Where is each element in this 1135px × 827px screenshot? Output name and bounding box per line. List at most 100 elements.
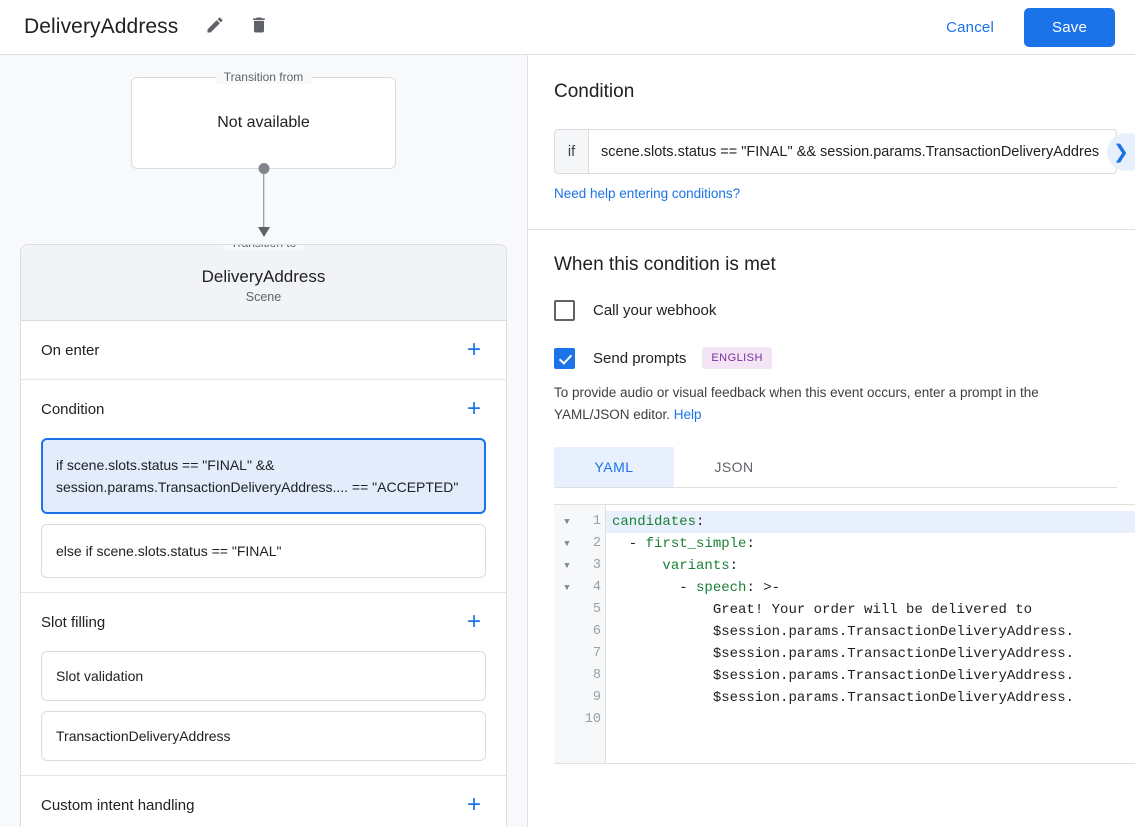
transition-to-panel: Transition to DeliveryAddress Scene On e… <box>20 244 507 827</box>
edit-name-button[interactable] <box>198 10 232 44</box>
when-met-heading: When this condition is met <box>554 254 776 275</box>
send-prompts-label: Send prompts <box>593 349 687 367</box>
transition-to-legend: Transition to <box>222 245 305 250</box>
code-line: $session.params.TransactionDeliveryAddre… <box>712 690 1075 707</box>
pencil-icon <box>205 15 225 40</box>
section-condition: Condition + if scene.slots.status == "FI… <box>21 380 506 594</box>
scene-header: Transition to DeliveryAddress Scene <box>21 245 506 321</box>
section-slot-filling: Slot filling + Slot validation Transacti… <box>21 593 506 777</box>
connector-arrow-icon <box>257 227 270 237</box>
fold-toggle-icon[interactable]: ▼ <box>564 583 570 594</box>
code-line: $session.params.TransactionDeliveryAddre… <box>712 646 1075 663</box>
fold-gutter: ▼ ▼ ▼ ▼ <box>554 505 580 764</box>
fold-toggle-icon[interactable]: ▼ <box>564 539 570 550</box>
plus-icon: + <box>466 395 481 422</box>
fold-gutter-spacer <box>554 665 580 687</box>
scene-type: Scene <box>245 290 282 304</box>
collapse-panel-button[interactable]: ❯ <box>1107 133 1135 171</box>
transition-connector <box>131 163 396 244</box>
condition-input-row: if <box>554 129 1117 174</box>
editor-format-tabs: YAML JSON <box>554 447 1117 489</box>
code-line: Great! Your order will be delivered to <box>712 602 1033 619</box>
condition-list: if scene.slots.status == "FINAL" && sess… <box>21 438 506 592</box>
call-webhook-label: Call your webhook <box>593 302 717 319</box>
section-on-enter: On enter + <box>21 321 506 380</box>
fold-gutter-spacer <box>554 687 580 709</box>
tab-yaml[interactable]: YAML <box>554 447 674 488</box>
section-header-condition[interactable]: Condition + <box>21 380 506 438</box>
line-number: 10 <box>584 712 601 728</box>
line-number: 7 <box>592 646 601 662</box>
call-webhook-checkbox[interactable] <box>554 300 575 321</box>
slot-item[interactable]: TransactionDeliveryAddress <box>41 711 486 762</box>
condition-item[interactable]: else if scene.slots.status == "FINAL" <box>41 524 486 579</box>
connector-dot <box>258 163 269 174</box>
add-slot-filling-button[interactable]: + <box>462 610 486 634</box>
section-title-on-enter: On enter <box>41 341 100 359</box>
section-header-slot-filling[interactable]: Slot filling + <box>21 593 506 651</box>
section-title-custom-intent-handling: Custom intent handling <box>41 796 195 814</box>
add-on-enter-button[interactable]: + <box>462 338 486 362</box>
delete-button[interactable] <box>242 10 276 44</box>
section-header-on-enter[interactable]: On enter + <box>21 321 506 379</box>
condition-item-selected[interactable]: if scene.slots.status == "FINAL" && sess… <box>41 438 486 515</box>
line-number: 9 <box>592 690 601 706</box>
code-area[interactable]: candidates: - first_simple: variants: - … <box>606 505 1135 763</box>
plus-icon: + <box>466 791 481 819</box>
fold-toggle-icon[interactable]: ▼ <box>564 561 570 572</box>
connector-line <box>262 169 265 230</box>
section-custom-intent-handling: Custom intent handling + <box>21 776 506 827</box>
transition-from-legend: Transition from <box>215 70 312 84</box>
transition-from-value: Not available <box>217 114 310 131</box>
plus-icon: + <box>466 608 481 636</box>
condition-help-link[interactable]: Need help entering conditions? <box>554 186 741 201</box>
line-number: 2 <box>592 536 601 552</box>
top-app-bar: DeliveryAddress Cancel Save <box>0 0 1135 55</box>
webhook-checkbox-row[interactable]: Call your webhook <box>554 300 1117 321</box>
left-panel: Transition from Not available Transition… <box>0 55 528 827</box>
send-prompts-description-text: To provide audio or visual feedback when… <box>554 385 1039 422</box>
code-line: candidates: <box>606 511 1135 534</box>
plus-icon: + <box>466 336 481 363</box>
language-badge: ENGLISH <box>702 347 772 369</box>
line-number: 4 <box>592 580 601 596</box>
if-label: if <box>555 130 589 173</box>
slot-filling-list: Slot validation TransactionDeliveryAddre… <box>21 651 506 775</box>
slot-validation-item[interactable]: Slot validation <box>41 651 486 702</box>
fold-toggle-icon[interactable]: ▼ <box>564 517 570 528</box>
save-button[interactable]: Save <box>1024 7 1115 47</box>
fold-gutter-spacer <box>554 709 580 731</box>
chevron-right-icon: ❯ <box>1113 141 1129 163</box>
add-custom-intent-button[interactable]: + <box>462 793 486 817</box>
send-prompts-checkbox[interactable] <box>554 347 575 369</box>
line-number: 3 <box>592 558 601 574</box>
code-line <box>606 709 1135 731</box>
send-prompts-help-link[interactable]: Help <box>673 406 702 422</box>
fold-gutter-spacer <box>554 621 580 643</box>
cancel-button[interactable]: Cancel <box>930 10 1010 45</box>
right-panel: Condition ❯ if Need help entering condit… <box>528 55 1135 827</box>
condition-heading: Condition <box>554 81 635 102</box>
send-prompts-description: To provide audio or visual feedback when… <box>554 382 1117 425</box>
code-line: - first_simple: <box>612 536 755 553</box>
section-title-condition: Condition <box>41 400 105 418</box>
condition-section: Condition ❯ if Need help entering condit… <box>528 55 1135 229</box>
code-line: $session.params.TransactionDeliveryAddre… <box>712 624 1075 641</box>
trash-icon <box>249 15 269 40</box>
code-line: $session.params.TransactionDeliveryAddre… <box>712 668 1075 685</box>
send-prompts-row[interactable]: Send prompts ENGLISH <box>554 347 1117 369</box>
condition-expression-input[interactable] <box>589 130 1116 173</box>
code-line: - speech: >- <box>612 580 781 597</box>
fold-gutter-spacer <box>554 599 580 621</box>
line-number: 5 <box>592 602 601 618</box>
tab-json[interactable]: JSON <box>714 459 754 476</box>
add-condition-button[interactable]: + <box>462 397 486 421</box>
line-number: 1 <box>592 514 601 530</box>
when-condition-met-section: When this condition is met Call your web… <box>528 230 1135 786</box>
section-header-custom-intent-handling[interactable]: Custom intent handling + <box>21 776 506 827</box>
section-divider <box>528 229 1135 230</box>
fold-gutter-spacer <box>554 643 580 665</box>
transition-from-card: Transition from Not available <box>131 70 396 169</box>
